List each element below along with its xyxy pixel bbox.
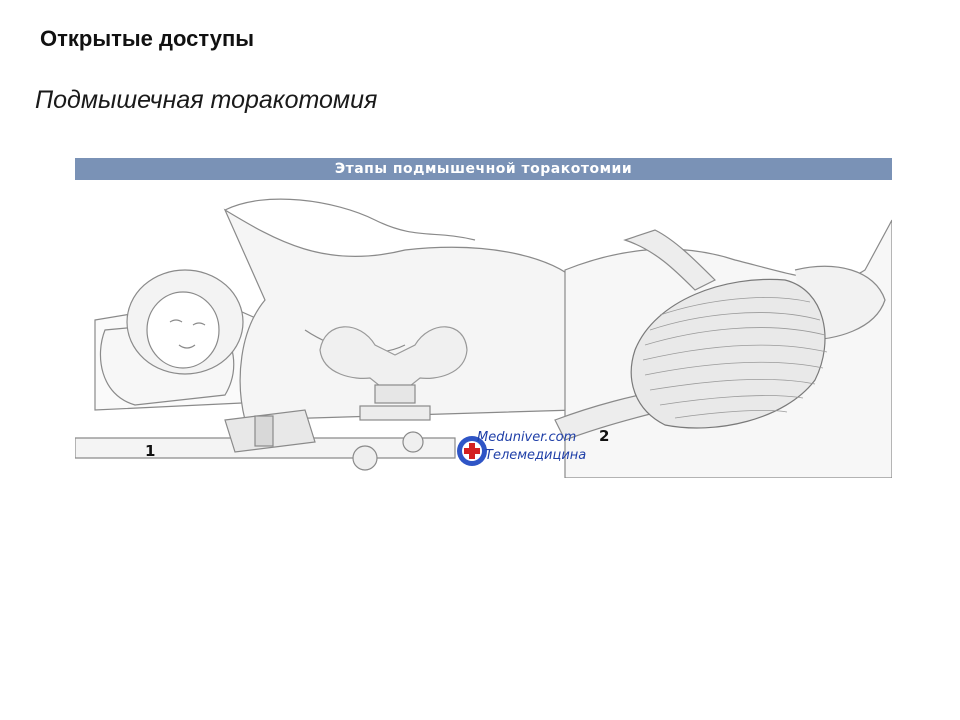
watermark-site: Meduniver.com [477,430,577,445]
panel-2-label: 2 [599,427,610,445]
red-cross-globe-icon [457,436,487,466]
watermark: Meduniver.com Телемедицина [455,430,605,470]
panel-1-drawing [75,198,576,471]
watermark-brand: Телемедицина [485,448,587,463]
slide-subtitle: Подмышечная торакотомия [35,86,378,114]
illustration-figure: Этапы подмышечной торакотомии [75,158,892,478]
panel-2-drawing [554,219,892,478]
surgical-illustration [75,198,892,478]
figure-banner: Этапы подмышечной торакотомии [75,158,892,180]
slide-title: Открытые доступы [40,26,255,51]
panel-1-label: 1 [145,442,156,460]
